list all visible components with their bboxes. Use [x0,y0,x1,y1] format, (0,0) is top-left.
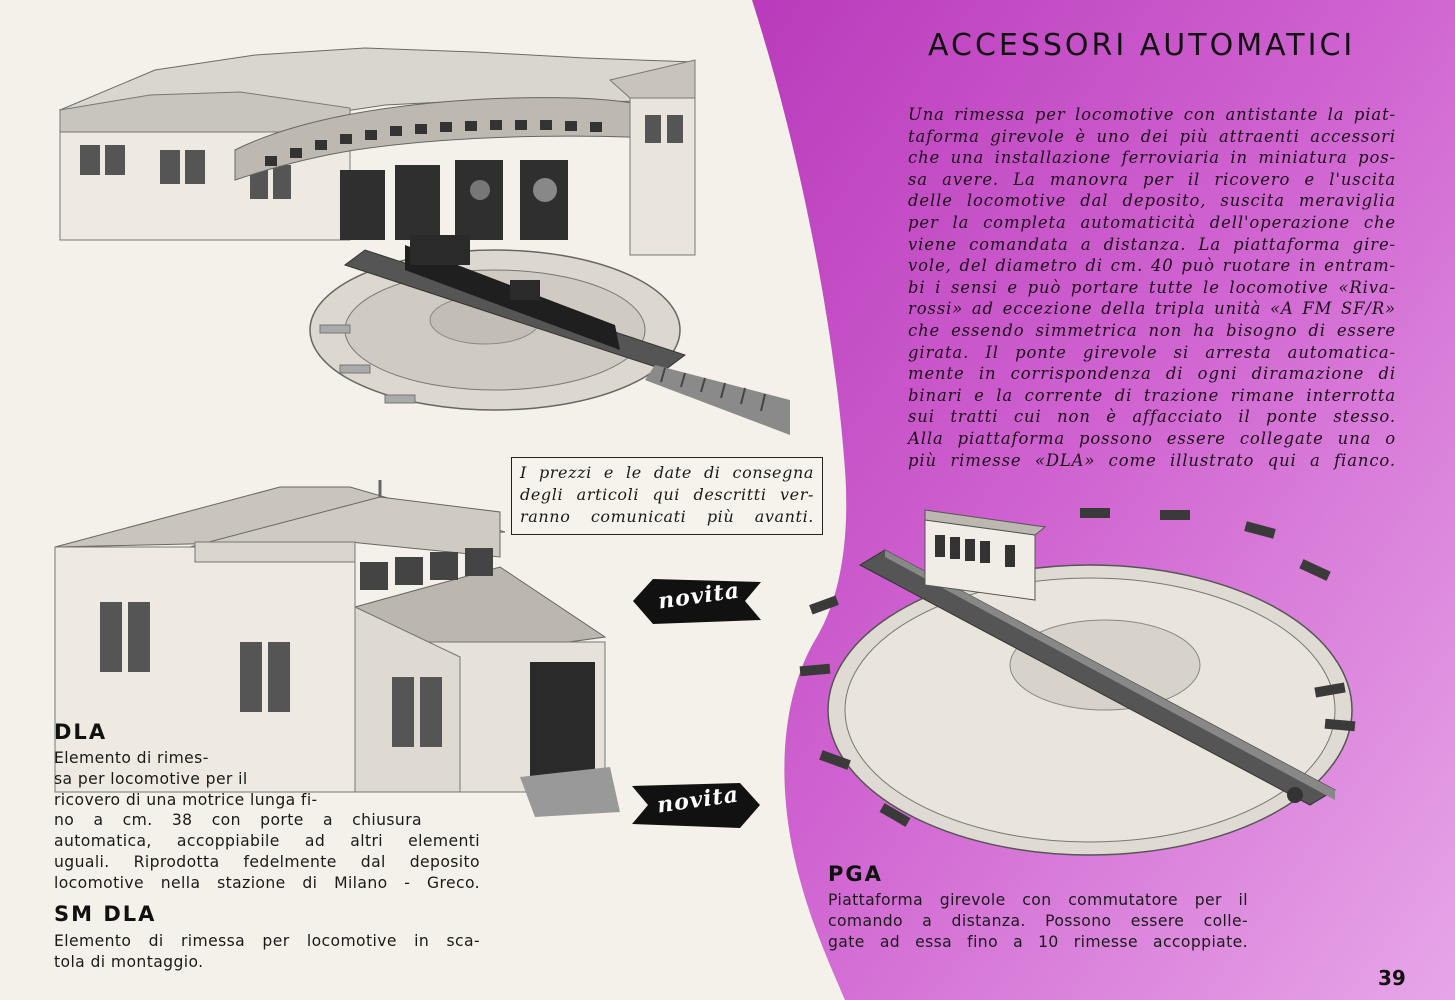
product-description-pga: Piattaforma girevole con commutatore per… [828,890,1248,952]
intro-line: girata. Il ponte girevole si arresta aut… [908,342,1396,362]
product-code-pga: PGA [828,862,883,886]
roundhouse-element-illustration [54,480,620,817]
description-line: Elemento di rimessa per locomotive in sc… [54,932,480,950]
description-line: tola di montaggio. [54,952,204,971]
page-title: ACCESSORI AUTOMATICI [928,28,1356,63]
novita-arrow-icon [632,783,760,828]
product-code-dla: DLA [54,720,108,744]
description-line: locomotive nella stazione di Milano - Gr… [54,873,480,892]
intro-line: Alla piattaforma possono essere collegat… [908,428,1396,448]
intro-line: sui tratti cui non è affacciato il ponte… [908,407,1396,427]
novita-badge: novita [633,574,761,628]
notice-line: I prezzi e le date di consegna [520,463,814,482]
intro-paragraph: Una rimessa per locomotive con antistant… [908,104,1396,471]
notice-line: ranno comunicati più avanti. [520,507,814,526]
intro-line: che essendo simmetrica non ha bisogno di… [908,320,1396,340]
intro-line: binari e la corrente di trazione rimane … [908,385,1396,405]
description-line: sa per locomotive per il [54,769,248,788]
intro-line: più rimesse «DLA» come illustrato qui a … [908,450,1396,470]
novita-badge: novita [632,778,760,832]
page-number: 39 [1378,966,1406,990]
description-line: uguali. Riprodotta fedelmente dal deposi… [54,852,480,871]
intro-line: viene comandata a distanza. La piattafor… [908,234,1396,254]
intro-line: delle locomotive dal deposito, suscita m… [908,191,1396,211]
description-line: automatica, accoppiabile ad altri elemen… [54,832,480,851]
description-line: no a cm. 38 con porte a chiusura [54,811,422,830]
product-description-dla: Elemento di rimes- sa per locomotive per… [54,748,480,894]
novita-arrow-icon [633,579,761,624]
intro-line: Una rimessa per locomotive con antistant… [908,105,1396,124]
description-line: gate ad essa fino a 10 rimesse accoppiat… [828,932,1248,951]
intro-line: rossi» ad eccezione della tripla unità «… [908,299,1396,319]
intro-line: taforma girevole è uno dei più attraenti… [908,126,1396,146]
turntable-illustration [799,508,1356,856]
description-line: Piattaforma girevole con commutatore per… [828,891,1248,909]
product-description-smdla: Elemento di rimessa per locomotive in sc… [54,931,480,973]
notice-line: degli articoli qui descritti ver- [520,485,814,504]
intro-line: sa avere. La manovra per il ricovero e l… [908,169,1396,189]
intro-line: bi i sensi e può portare tutte le locomo… [908,277,1396,297]
intro-line: vole, del diametro di cm. 40 può ruotare… [908,256,1396,276]
roundhouse-turntable-illustration [59,47,790,435]
product-code-smdla: SM DLA [54,902,157,926]
price-notice-box: I prezzi e le date di consegna degli art… [511,457,823,535]
description-line: ricovero di una motrice lunga fi- [54,790,318,809]
intro-line: per la completa automaticità dell'operaz… [908,212,1396,232]
description-line: Elemento di rimes- [54,749,209,767]
description-line: comando a distanza. Possono essere colle… [828,911,1248,930]
intro-line: mente in corrispondenza di ogni diramazi… [908,364,1396,384]
intro-line: che una installazione ferroviaria in min… [908,148,1396,168]
